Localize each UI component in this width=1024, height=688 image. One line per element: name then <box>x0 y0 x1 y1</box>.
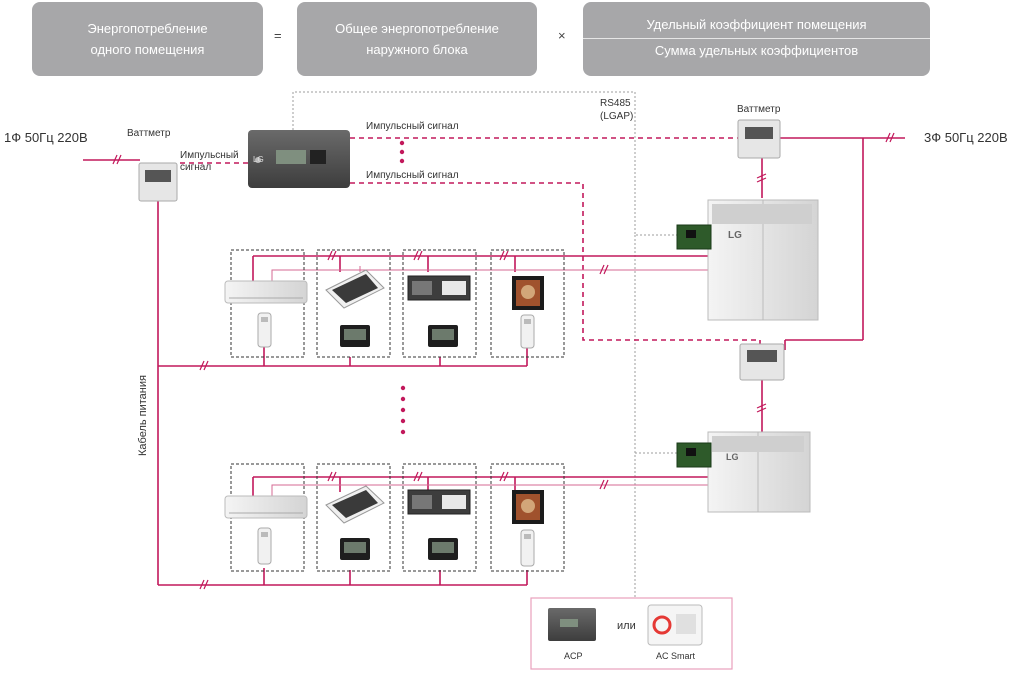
wattmeter-right-label: Ваттметр <box>737 104 781 115</box>
wired-controller-top-1 <box>340 325 370 347</box>
pulse-signal-top-label: Импульсный сигнал <box>366 121 459 132</box>
pcb-board-bottom <box>676 442 712 468</box>
continuation-dots <box>399 140 406 435</box>
wattmeter-right-device <box>737 119 781 159</box>
power-distribution-indicator <box>248 130 350 188</box>
wattmeter-left-device <box>138 162 178 202</box>
cassette-unit-bottom <box>325 485 385 524</box>
ac-smart-label: AC Smart <box>656 651 696 661</box>
outdoor-unit-bottom <box>707 431 811 513</box>
brand-logo-pdi: LG <box>253 155 264 164</box>
remote-bottom-1 <box>257 527 272 565</box>
wattmeter-middle-device <box>739 343 785 381</box>
pcb-board-top <box>676 224 712 250</box>
remote-bottom-4 <box>520 529 535 567</box>
wired-controller-bottom-1 <box>340 538 370 560</box>
remote-top-4 <box>520 314 535 349</box>
outdoor-unit-top <box>707 199 819 321</box>
wired-controller-bottom-2 <box>428 538 458 560</box>
wired-controller-top-2 <box>428 325 458 347</box>
formula-sum-coefficients: Сумма удельных коэффициентов <box>654 43 859 58</box>
fraction-line <box>583 38 930 39</box>
duct-unit-top <box>407 275 471 301</box>
or-label: или <box>617 620 636 632</box>
formula-room-consumption-text: Энергопотребление одного помещения <box>87 21 208 57</box>
formula-room-consumption: Энергопотребление одного помещения <box>32 2 263 76</box>
acp-label: ACP <box>564 651 583 661</box>
art-cool-unit-bottom <box>512 490 544 524</box>
wattmeter-left-label: Ваттметр <box>127 128 171 139</box>
brand-logo-outdoor-bottom: LG <box>726 452 739 462</box>
formula-room-coefficient: Удельный коэффициент помещения <box>646 17 867 32</box>
wall-mounted-unit-bottom <box>224 495 308 519</box>
pulse-signal-mid-label: Импульсный сигнал <box>366 170 459 181</box>
power-cable-label: Кабель питания <box>137 375 149 456</box>
cable-marks <box>112 132 895 590</box>
remote-top-1 <box>257 312 272 348</box>
brand-logo-outdoor-top: LG <box>728 230 742 241</box>
thin-lines <box>271 266 708 497</box>
rs485-label: RS485 <box>600 98 631 109</box>
lgap-label: (LGAP) <box>600 111 634 122</box>
formula-outdoor-total-text: Общее энергопотребление наружного блока <box>335 21 499 57</box>
formula-outdoor-total: Общее энергопотребление наружного блока <box>297 2 537 76</box>
art-cool-unit-top <box>512 276 544 310</box>
pulse-signal-left-text: Импульсный сигнал <box>180 150 239 173</box>
controllers-box <box>530 597 733 670</box>
pulse-signal-left-label: Импульсный сигнал <box>180 150 239 174</box>
wall-mounted-unit-top <box>224 280 308 304</box>
power-1ph-label: 1Ф 50Гц 220В <box>4 130 88 145</box>
power-3ph-label: 3Ф 50Гц 220В <box>924 130 1008 145</box>
formula-fraction: Удельный коэффициент помещения Сумма уде… <box>583 2 930 76</box>
cassette-unit-top <box>325 269 385 309</box>
times-sign: × <box>558 28 566 43</box>
duct-unit-bottom <box>407 489 471 515</box>
equals-sign: = <box>274 28 282 43</box>
